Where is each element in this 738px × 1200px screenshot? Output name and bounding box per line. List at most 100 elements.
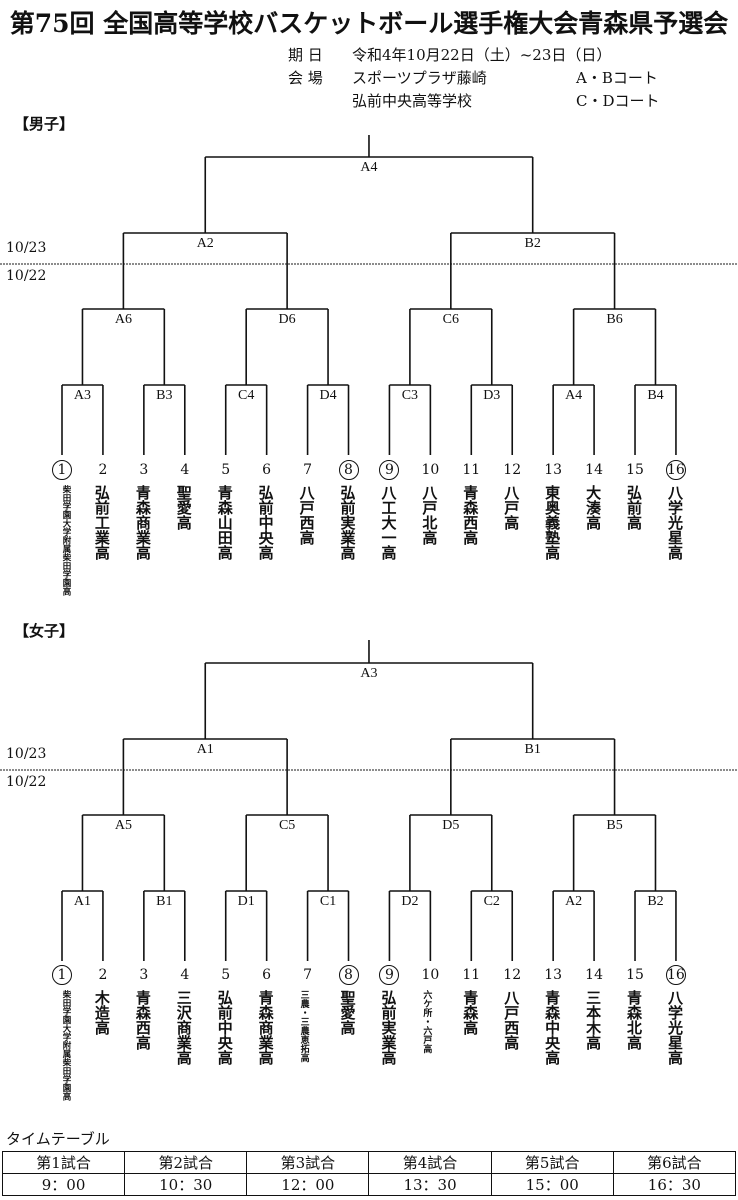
seed-number: 16 [667, 462, 685, 478]
quarterfinal-match-label: D6 [278, 312, 296, 327]
team-name: 三農・三農恵拓高 [298, 990, 309, 1062]
round1-match-label: B1 [156, 894, 173, 909]
round1-match-label: B4 [647, 388, 664, 403]
seed-circle-icon [665, 965, 686, 985]
team-name: 三本木高 [584, 990, 603, 1050]
timetable-header: 第4試合 [368, 1151, 492, 1174]
team-name: 八戸高 [502, 485, 521, 530]
round1-match-label: A3 [73, 388, 92, 403]
timetable-header-row: 第1試合 第2試合 第3試合 第4試合 第5試合 第6試合 [1, 1151, 737, 1174]
team-number: 14 [585, 967, 603, 983]
team-name: 弘前中央高 [215, 990, 234, 1065]
timetable-time: 10：30 [124, 1173, 248, 1196]
timetable-time: 16：30 [612, 1173, 737, 1196]
team-number: 13 [544, 462, 563, 478]
venue-name-1: スポーツプラザ藤崎 [352, 69, 487, 87]
seed-number: 8 [344, 462, 353, 478]
team-name: 聖愛高 [338, 990, 357, 1035]
team-number: 4 [180, 967, 190, 983]
quarterfinal-match-label: B5 [606, 818, 623, 833]
team-name: 青森北高 [625, 990, 644, 1050]
quarterfinal-match-label: C6 [442, 312, 459, 327]
team-name: 青森商業高 [256, 990, 275, 1065]
timetable-header: 第1試合 [1, 1151, 126, 1174]
quarterfinal-match-label: A5 [114, 818, 132, 833]
date-value: 令和4年10月22日（土）~23日（日） [352, 46, 612, 64]
team-number: 6 [262, 462, 272, 478]
quarterfinal-match-label: D5 [442, 818, 460, 833]
day-label-upper: 10/23 [6, 240, 47, 256]
team-number: 10 [421, 967, 440, 983]
day-label-upper: 10/23 [6, 746, 47, 762]
semifinal-match-label: A1 [196, 742, 214, 757]
venue-courts-2: C・Dコート [576, 92, 660, 110]
timetable-title: タイムテーブル [6, 1130, 110, 1148]
team-name: 弘前中央高 [256, 485, 275, 560]
bracket-lines [0, 640, 738, 961]
round1-match-label: B3 [156, 388, 173, 403]
seed-circle-icon [52, 460, 72, 480]
team-number: 5 [221, 462, 231, 478]
team-name: 八工大一高 [379, 485, 398, 560]
semifinal-match-label: A2 [196, 236, 214, 251]
timetable-time: 9：00 [1, 1173, 126, 1196]
team-name: 青森中央高 [543, 990, 562, 1065]
day-label-lower: 10/22 [6, 774, 47, 790]
team-number: 12 [503, 967, 522, 983]
seed-circle-icon [665, 460, 686, 480]
seed-circle-icon [379, 460, 400, 480]
final-match-label: A4 [360, 160, 378, 175]
round1-match-label: A4 [565, 388, 583, 403]
seed-circle-icon [338, 965, 359, 985]
timetable-header: 第3試合 [246, 1151, 370, 1174]
seed-number: 1 [57, 462, 67, 478]
team-name: 木造高 [92, 990, 111, 1035]
bracket-lines [0, 135, 738, 455]
team-number: 6 [262, 967, 272, 983]
round1-match-label: C1 [319, 894, 337, 909]
team-name: 弘前工業高 [92, 485, 111, 560]
team-number: 7 [303, 462, 313, 478]
timetable-time: 15：00 [490, 1173, 614, 1196]
seed-number: 1 [57, 967, 67, 983]
team-name: 柴田学園大学附属柴田学園高 [61, 990, 71, 1101]
section-label: 【男子】 [14, 115, 75, 133]
round1-match-label: B2 [647, 894, 664, 909]
round1-match-label: D4 [319, 388, 337, 403]
team-number: 4 [180, 462, 190, 478]
team-number: 7 [303, 967, 313, 983]
page-title: 第75回 全国高等学校バスケットボール選手権大会青森県予選会 [9, 9, 729, 38]
team-number: 2 [98, 462, 108, 478]
team-name: 東奥義塾高 [543, 485, 562, 560]
team-name: 弘前実業高 [379, 990, 398, 1065]
team-number: 14 [585, 462, 603, 478]
seed-circle-icon [379, 965, 400, 985]
seed-number: 9 [384, 462, 394, 478]
team-number: 12 [503, 462, 522, 478]
team-number: 15 [626, 967, 644, 983]
round1-match-label: D3 [483, 388, 501, 403]
team-number: 2 [98, 967, 108, 983]
venue-label: 会 場 [288, 69, 323, 87]
team-name: 弘前高 [625, 485, 644, 530]
timetable-header: 第6試合 [612, 1151, 737, 1174]
team-name: 青森西高 [461, 485, 480, 545]
timetable: 第1試合 第2試合 第3試合 第4試合 第5試合 第6試合 9：00 10：30… [1, 1151, 737, 1196]
date-label: 期 日 [288, 46, 323, 64]
timetable-time-row: 9：00 10：30 12：00 13：30 15：00 16：30 [1, 1173, 737, 1196]
round1-match-label: A2 [565, 894, 583, 909]
round1-match-label: A1 [73, 894, 92, 909]
round1-match-label: C2 [483, 894, 500, 909]
semifinal-match-label: B1 [524, 742, 541, 757]
seed-number: 9 [384, 967, 394, 983]
team-name: 聖愛高 [174, 485, 193, 530]
round1-match-label: D2 [401, 894, 419, 909]
team-number: 15 [626, 462, 644, 478]
seed-circle-icon [338, 460, 359, 480]
team-name: 柴田学園大学附属柴田学園高 [61, 485, 71, 596]
venue-courts-1: A・Bコート [576, 69, 658, 87]
team-number: 5 [221, 967, 231, 983]
venue-name-2: 弘前中央高等学校 [352, 92, 473, 110]
team-name: 六ケ所・六戸高 [421, 990, 432, 1053]
team-name: 八学光星高 [665, 485, 684, 560]
